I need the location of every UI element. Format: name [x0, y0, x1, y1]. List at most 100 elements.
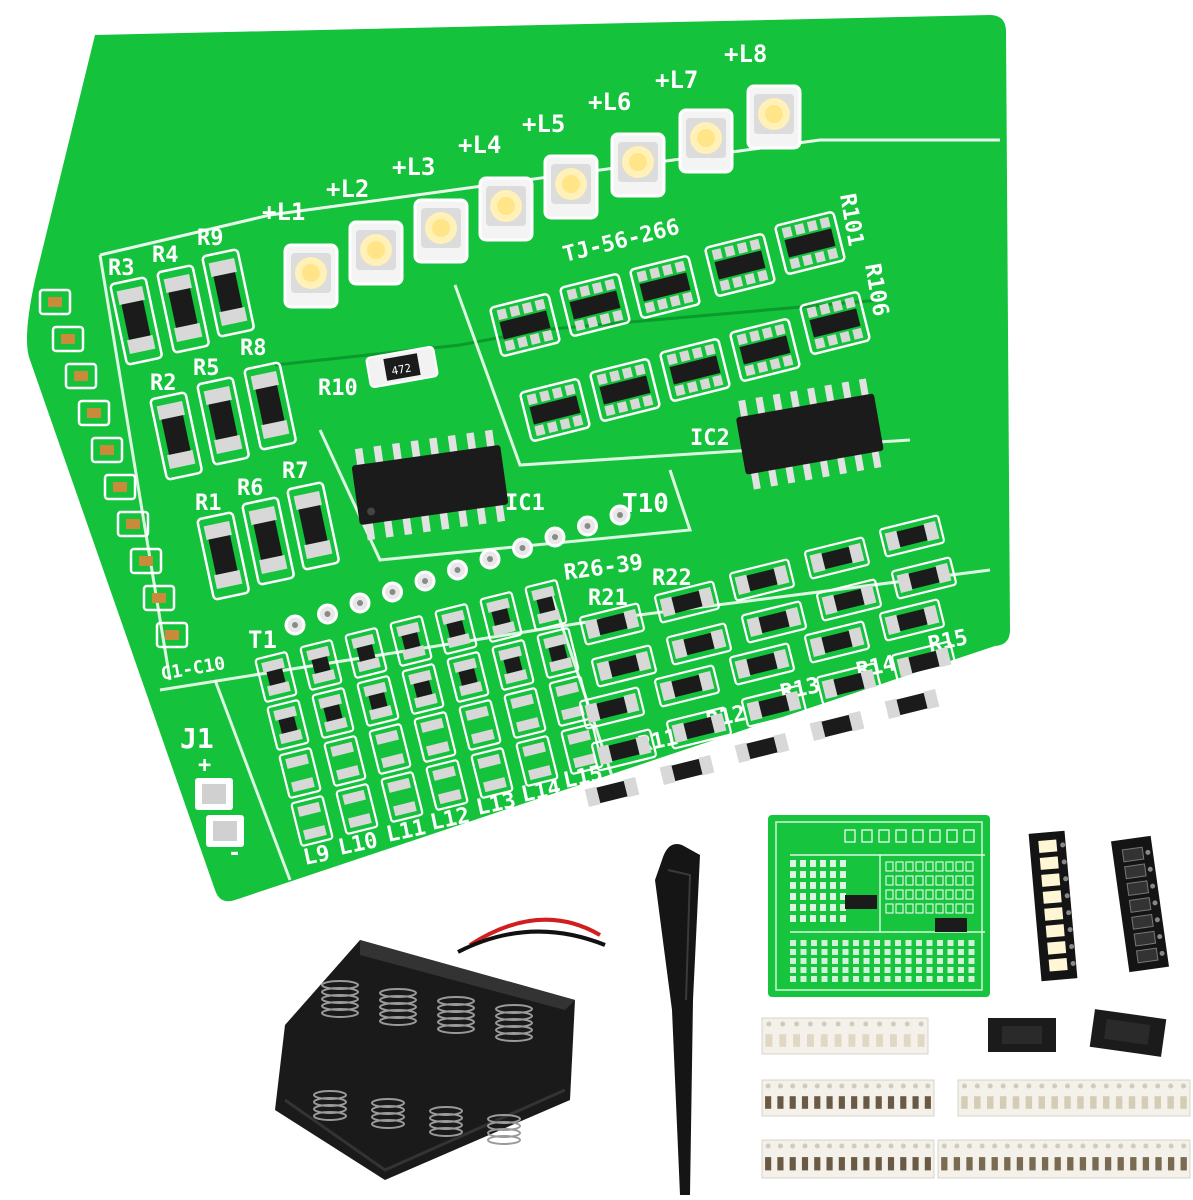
resistor-array — [559, 273, 631, 337]
resistor — [654, 580, 720, 624]
smd-tape-2 — [761, 1079, 935, 1117]
resistor-array — [519, 378, 591, 442]
smd-footprint — [290, 795, 334, 847]
smd-footprint — [323, 735, 367, 787]
smd-footprint — [356, 675, 400, 727]
resistor-array — [489, 293, 561, 357]
pcb-silk-divider-5 — [213, 679, 292, 881]
smd-footprint — [548, 675, 592, 727]
resistor — [156, 264, 210, 354]
bottom-right-resistor-grid — [579, 514, 957, 814]
smd-footprint — [254, 651, 298, 703]
ic1-label: IC1 — [505, 491, 545, 516]
smd-footprint — [515, 735, 559, 787]
smd-tape-5 — [937, 1139, 1191, 1179]
smd-footprint — [524, 579, 568, 631]
smd-footprint — [278, 747, 322, 799]
capacitor-pad — [77, 399, 111, 427]
network-resistor-block — [489, 211, 871, 442]
smd-footprint — [368, 723, 412, 775]
resistor — [891, 640, 957, 684]
top-led — [543, 154, 599, 220]
smd-footprint — [266, 699, 310, 751]
resistor — [201, 248, 255, 338]
battery-wire-red — [468, 917, 602, 947]
tweezers-body — [655, 844, 700, 1195]
ic2-label: IC2 — [690, 426, 730, 451]
smd-footprint — [425, 759, 469, 811]
resistor — [729, 642, 795, 686]
left-resistor-block — [109, 248, 340, 601]
r5-label: R5 — [193, 356, 220, 381]
resistor — [286, 481, 340, 571]
r8-label: R8 — [240, 336, 267, 361]
loose-ic-2 — [1089, 1009, 1167, 1057]
r4-label: R4 — [152, 243, 179, 268]
smd-footprint — [458, 699, 502, 751]
pcb-silk-divider-1 — [274, 298, 881, 367]
resistor — [579, 602, 645, 646]
smd-footprint — [401, 663, 445, 715]
smd-footprint — [479, 591, 523, 643]
top-led — [678, 108, 734, 174]
smd-footprint — [560, 723, 604, 775]
capacitor-pad — [64, 362, 98, 390]
smd-footprint — [491, 639, 535, 691]
r10-label: R10 — [318, 376, 358, 401]
smd-tape-4 — [761, 1139, 935, 1179]
smd-footprint — [503, 687, 547, 739]
capacitor-pad — [116, 510, 150, 538]
resistor — [879, 514, 945, 558]
smd-footprint — [380, 771, 424, 823]
resistor — [741, 684, 807, 728]
battery-holder-body — [275, 940, 575, 1180]
resistor-array — [659, 338, 731, 402]
battery-wire-black — [457, 929, 606, 954]
resistor-array — [799, 291, 871, 355]
smd-footprint — [434, 603, 478, 655]
resistor — [891, 556, 957, 600]
resistor — [654, 664, 720, 708]
battery-holder — [275, 917, 606, 1180]
resistor-array — [589, 358, 661, 422]
resistor — [196, 376, 250, 466]
loose-ic-1 — [988, 1018, 1056, 1052]
resistor — [243, 361, 297, 451]
t1-label: T1 — [248, 626, 277, 654]
led-label-3: +L3 — [392, 153, 435, 181]
resistor-array — [629, 255, 701, 319]
resistor — [241, 496, 295, 586]
resistor — [666, 622, 732, 666]
battery-springs — [313, 980, 533, 1145]
ic2-chip — [736, 378, 884, 490]
led-label-6: +L6 — [588, 88, 631, 116]
j1-minus: - — [228, 841, 241, 866]
top-led — [413, 198, 469, 264]
capacitor-pad — [51, 325, 85, 353]
r1-label: R1 — [195, 491, 222, 516]
top-led-row — [283, 84, 802, 309]
left-capacitor-column — [38, 288, 189, 649]
smd-footprint — [446, 651, 490, 703]
resistor — [816, 578, 882, 622]
mini-pcb — [768, 815, 990, 997]
white-led-tape — [1028, 830, 1078, 982]
capacitor-pad — [129, 547, 163, 575]
smd-footprint — [299, 639, 343, 691]
smd-footprint — [413, 711, 457, 763]
led-label-1: +L1 — [262, 198, 305, 226]
smd-footprint — [344, 627, 388, 679]
resistor-array — [704, 233, 776, 297]
resistor — [879, 682, 945, 726]
capacitor-pad — [155, 621, 189, 649]
r9-label: R9 — [197, 226, 224, 251]
resistor — [654, 748, 720, 792]
smd-footprint — [470, 747, 514, 799]
led-label-2: +L2 — [326, 175, 369, 203]
resistor — [729, 726, 795, 770]
r6-label: R6 — [237, 476, 264, 501]
smd-tape-1 — [761, 1017, 929, 1055]
top-led — [478, 176, 534, 242]
resistor — [666, 706, 732, 750]
bottom-left-smd-grid — [254, 579, 604, 847]
